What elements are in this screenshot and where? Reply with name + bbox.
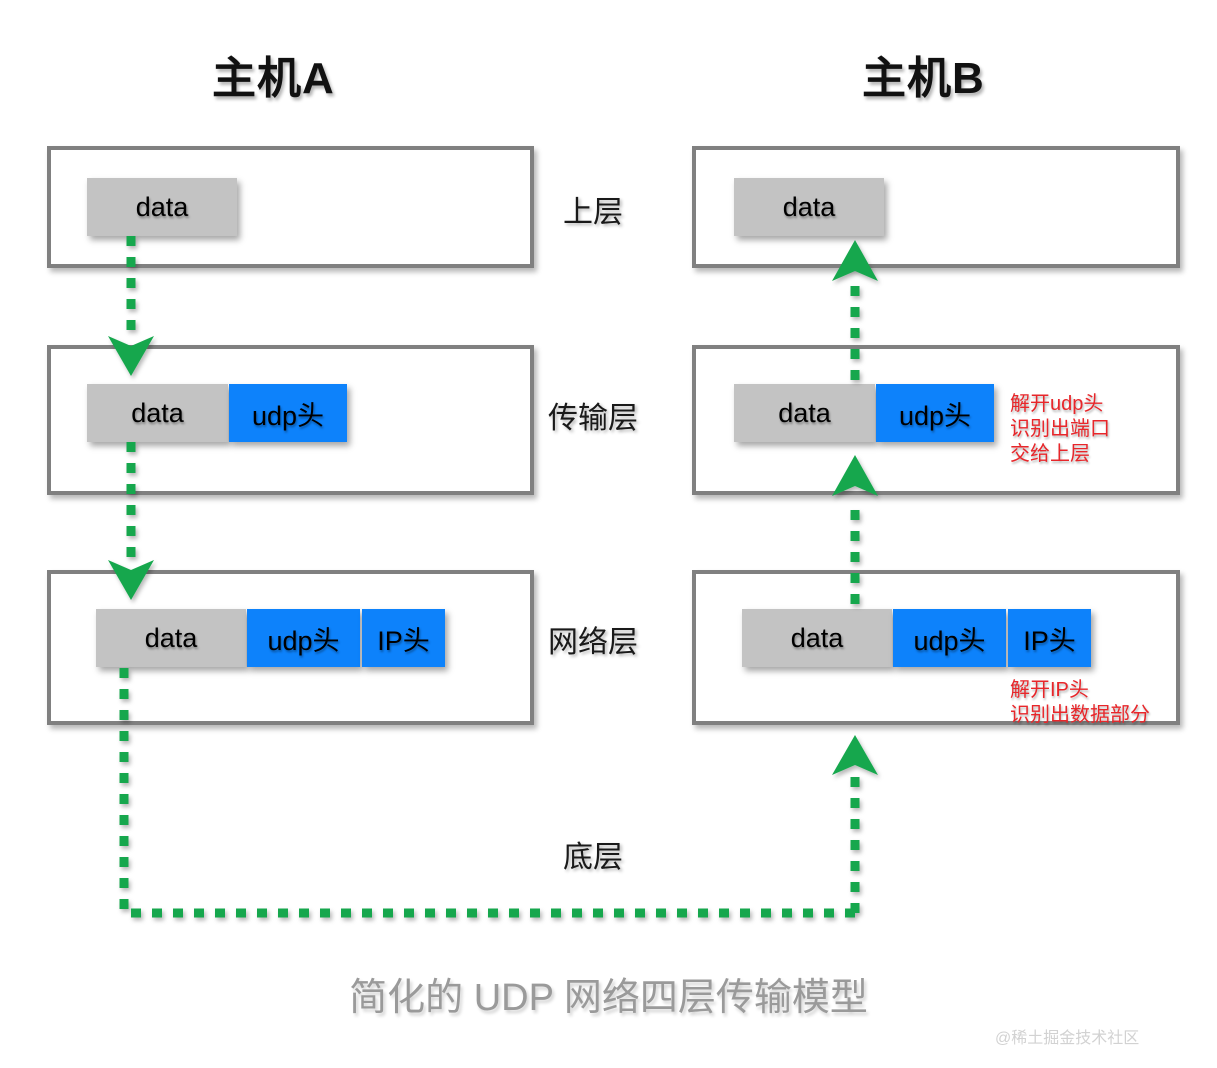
host-b-network-udp-header-block: udp头 xyxy=(893,609,1006,667)
host-a-network-udp-header-block: udp头 xyxy=(247,609,360,667)
host-a-network-ip-header-block: IP头 xyxy=(362,609,445,667)
host-b-network-data-block: data xyxy=(742,609,892,667)
host-a-title: 主机A xyxy=(212,54,335,103)
host-b-upper-data-block: data xyxy=(734,178,884,236)
layer-label-bottom: 底层 xyxy=(563,841,623,874)
transport-annotation-line-1: 解开udp头 xyxy=(1010,393,1104,415)
layer-label-upper: 上层 xyxy=(563,196,623,229)
host-a-transport-udp-header-block: udp头 xyxy=(229,384,347,442)
host-b-transport-udp-header-block: udp头 xyxy=(876,384,994,442)
transport-annotation-line-2: 识别出端口 xyxy=(1010,418,1110,440)
network-annotation-line-2: 识别出数据部分 xyxy=(1010,704,1150,726)
host-a-network-data-block: data xyxy=(96,609,246,667)
host-a-upper-data-block: data xyxy=(87,178,237,236)
layer-label-transport: 传输层 xyxy=(548,402,638,435)
transport-decapsulation-annotation: 解开udp头 识别出端口 交给上层 xyxy=(1010,392,1110,467)
network-decapsulation-annotation: 解开IP头 识别出数据部分 xyxy=(1010,678,1150,728)
diagram-caption: 简化的 UDP 网络四层传输模型 xyxy=(349,977,868,1019)
host-a-transport-data-block: data xyxy=(87,384,228,442)
source-watermark: @稀土掘金技术社区 xyxy=(995,1030,1140,1047)
host-b-network-ip-header-block: IP头 xyxy=(1008,609,1091,667)
host-b-transport-data-block: data xyxy=(734,384,875,442)
transport-annotation-line-3: 交给上层 xyxy=(1010,443,1090,465)
host-b-bottom-to-network-arrowhead xyxy=(832,735,878,775)
network-annotation-line-1: 解开IP头 xyxy=(1010,679,1089,701)
layer-label-network: 网络层 xyxy=(548,626,638,659)
host-b-title: 主机B xyxy=(862,54,985,103)
